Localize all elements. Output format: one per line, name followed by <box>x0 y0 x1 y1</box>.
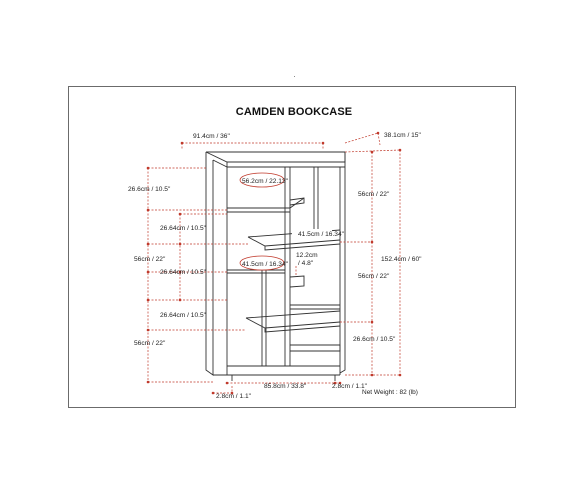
label-left-gap-1: 26.64cm / 10.5" <box>160 225 207 232</box>
label-inner-width: 85.8cm / 33.8" <box>264 383 307 390</box>
diagram-title: CAMDEN BOOKCASE <box>235 106 353 118</box>
label-mid-shelf-left: 41.5cm / 16.34" <box>242 261 289 268</box>
label-leg-right: 2.8cm / 1.1" <box>332 383 368 390</box>
label-shelf-depth-a: 12.2cm <box>296 252 318 259</box>
label-overall-height: 152.4cm / 60" <box>381 256 422 263</box>
label-upper-shelf: 56.2cm / 22.13" <box>242 178 289 185</box>
upper-shelf-highlight <box>239 172 285 188</box>
label-mid-shelf-right: 41.5cm / 16.34" <box>298 231 345 238</box>
label-shelf-depth-b: / 4.8" <box>298 260 314 267</box>
mid-shelf-highlight <box>239 255 285 271</box>
label-right-mid: 56cm / 22" <box>358 273 390 280</box>
label-left-mid-1: 56cm / 22" <box>134 256 166 263</box>
label-right-bottom: 26.6cm / 10.5" <box>353 336 396 343</box>
label-right-top: 56cm / 22" <box>358 191 390 198</box>
stray-mark <box>294 76 295 77</box>
net-weight-label: Net Weight : 82 (lb) <box>362 389 418 396</box>
label-left-gap-3: 26.64cm / 10.5" <box>160 312 207 319</box>
drawing-frame <box>68 86 516 408</box>
label-top-gap: 26.6cm / 10.5" <box>128 186 171 193</box>
label-top-width: 91.4cm / 36" <box>193 133 230 140</box>
label-left-bottom: 56cm / 22" <box>134 340 166 347</box>
dimension-markers <box>146 131 402 395</box>
label-leg-left: 2.8cm / 1.1" <box>216 393 252 400</box>
label-left-gap-2: 26.64cm / 10.5" <box>160 269 207 276</box>
label-depth: 38.1cm / 15" <box>384 132 421 139</box>
